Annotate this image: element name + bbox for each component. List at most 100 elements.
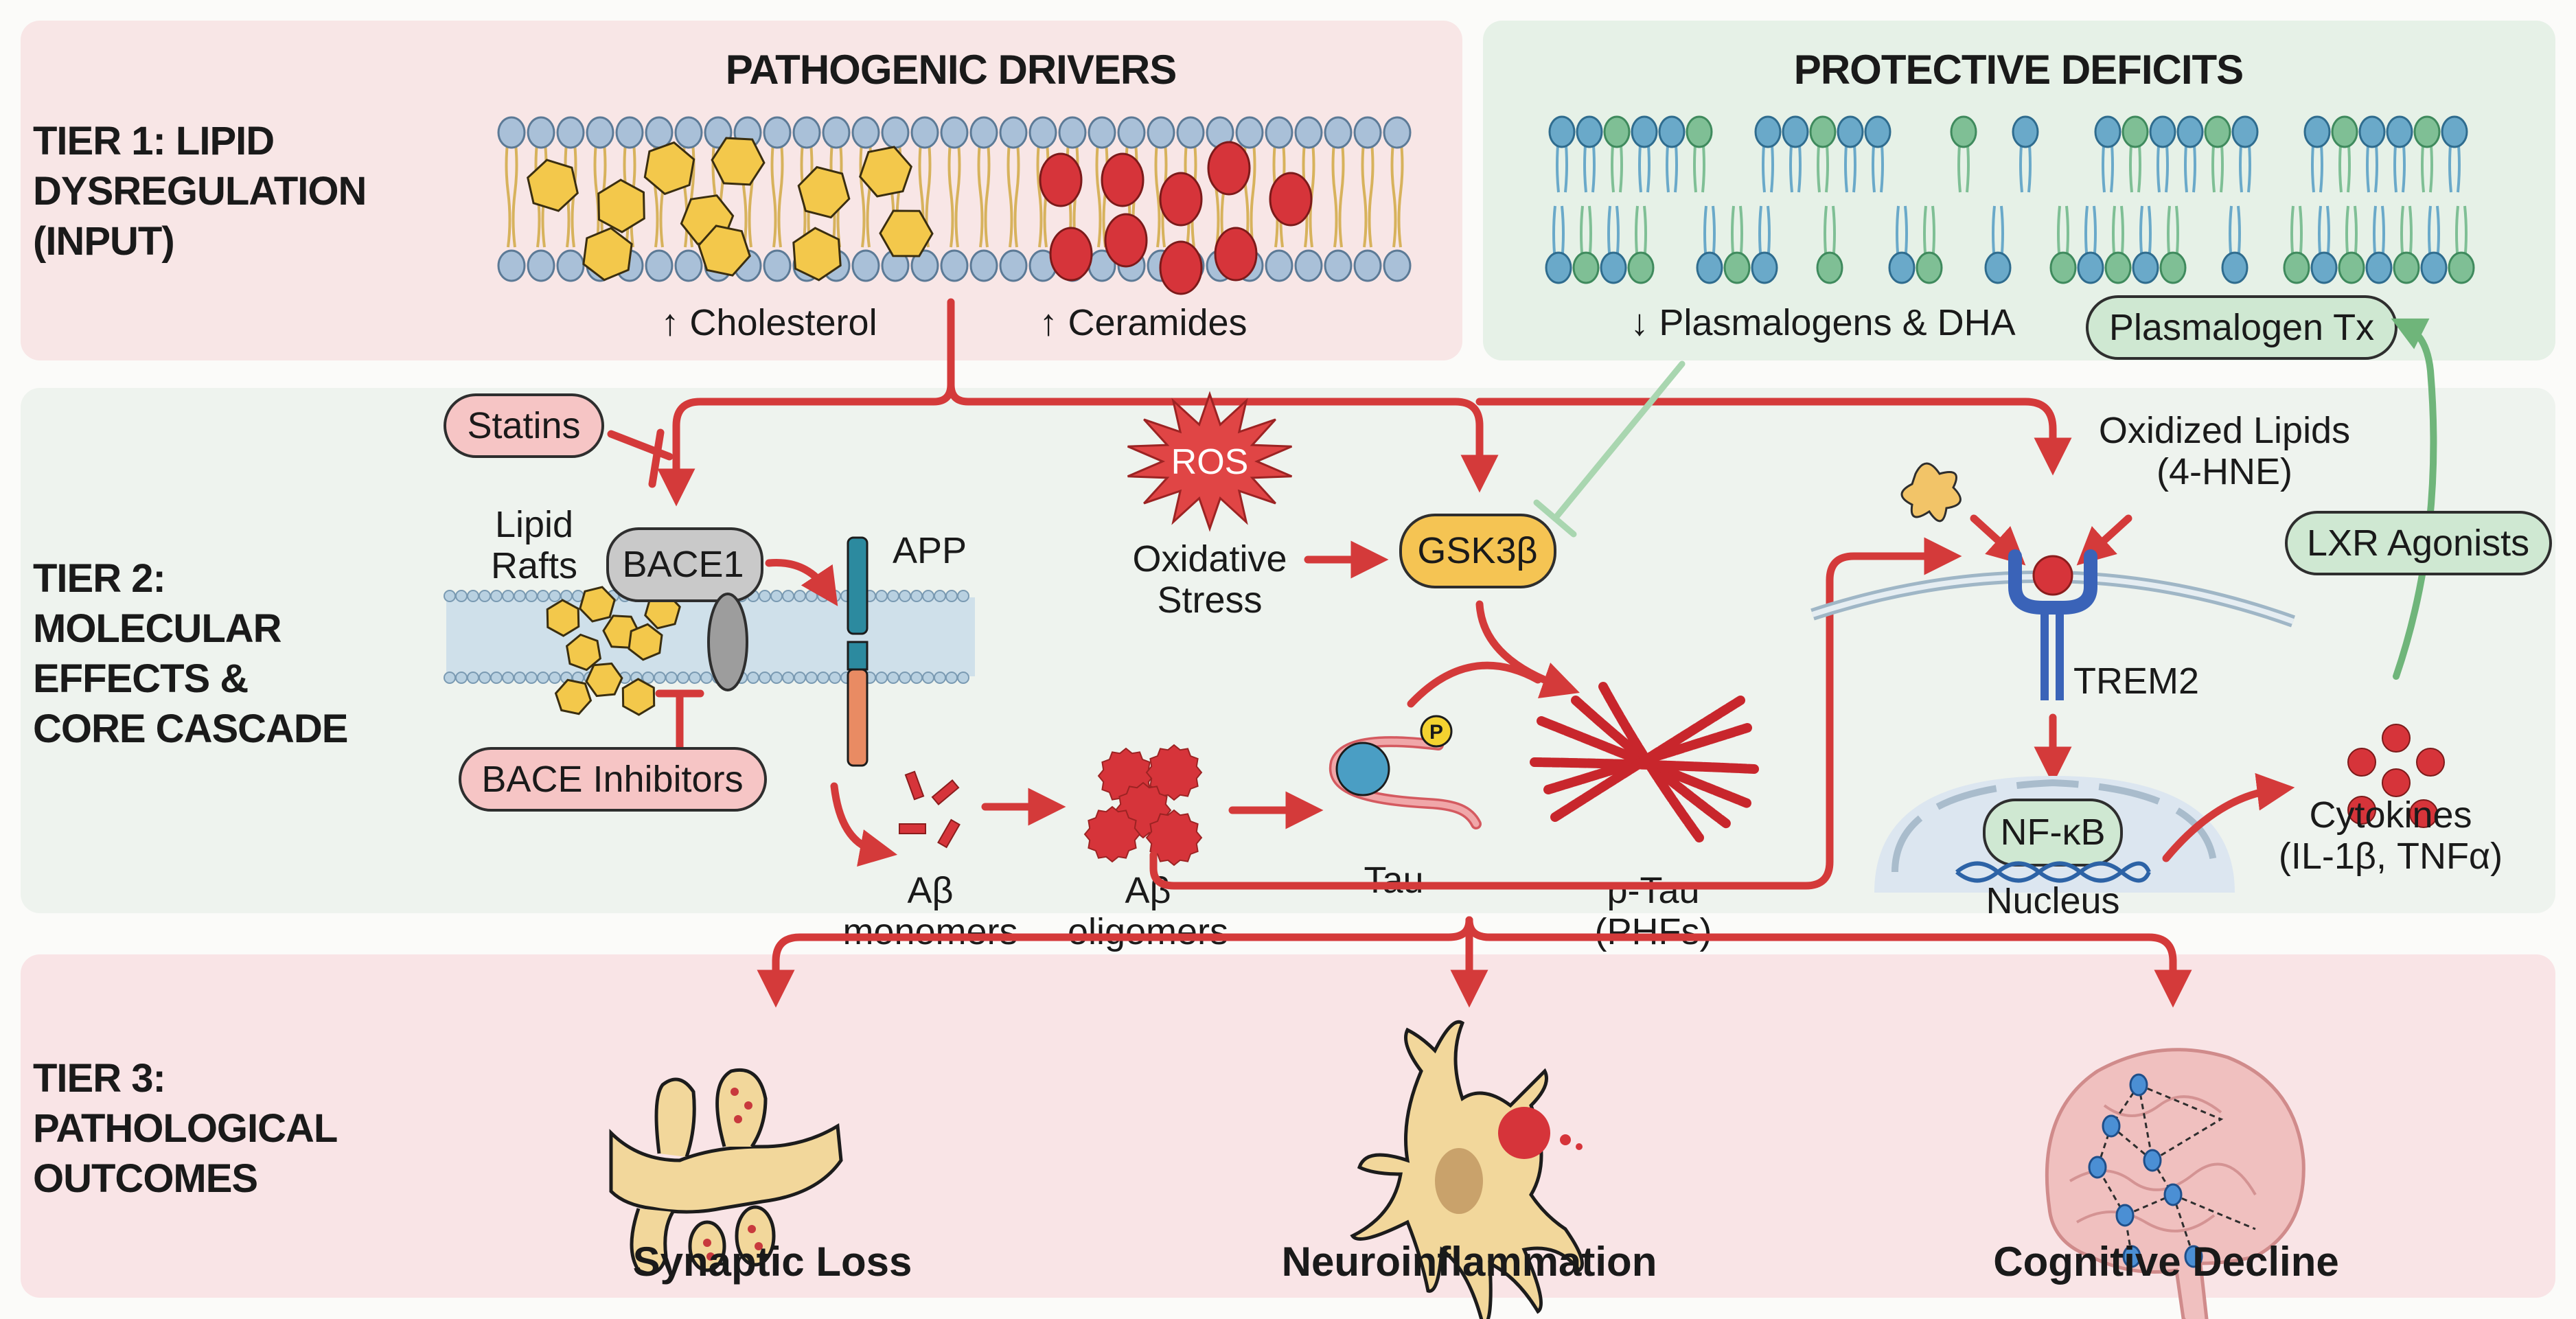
tier1-to-tier2-connectors bbox=[657, 298, 2072, 538]
lipid-head bbox=[851, 116, 880, 149]
lipid-head bbox=[537, 590, 549, 602]
cytokine-dot bbox=[2347, 748, 2376, 777]
cholesterol-hexagon bbox=[879, 209, 934, 257]
lipid-head bbox=[525, 590, 538, 602]
statins-inhibition bbox=[607, 428, 674, 488]
lipid-head bbox=[763, 116, 792, 149]
raft-cholesterol-hexagon bbox=[579, 586, 616, 623]
lipid-head bbox=[1809, 115, 1837, 148]
lipid-head bbox=[2012, 115, 2039, 148]
lipid-head bbox=[1631, 115, 1658, 148]
ros-burst: ROS bbox=[1127, 391, 1292, 532]
svg-text:Statins: Statins bbox=[467, 405, 580, 446]
lipid-head bbox=[759, 590, 771, 602]
lipid-tail bbox=[1368, 137, 1375, 248]
lipid-head bbox=[1176, 116, 1205, 149]
lipid-head bbox=[2176, 115, 2204, 148]
svg-text:(INPUT): (INPUT) bbox=[33, 219, 174, 264]
cytokine-dots-icon bbox=[2347, 724, 2445, 828]
abeta-oligomers-icon bbox=[1083, 744, 1203, 867]
tier2-label: TIER 2: MOLECULAR EFFECTS & CORE CASCADE bbox=[33, 556, 349, 751]
lipid-head bbox=[957, 672, 969, 684]
svg-text:Oxidative: Oxidative bbox=[1132, 538, 1287, 580]
brain-network-icon bbox=[2045, 1048, 2305, 1319]
lipid-head bbox=[2159, 251, 2187, 284]
lipid-head bbox=[910, 116, 939, 149]
lipid-tail bbox=[593, 137, 600, 248]
nfkb-factor: NF-κB bbox=[1983, 799, 2123, 867]
svg-text:Lipid: Lipid bbox=[495, 504, 573, 545]
lipid-head bbox=[2283, 251, 2310, 284]
lipid-head bbox=[851, 249, 880, 282]
lipid-head bbox=[502, 590, 514, 602]
lipid-head bbox=[479, 590, 491, 602]
dna-helix-icon bbox=[1955, 861, 2151, 883]
lipid-head bbox=[1950, 115, 1977, 148]
cholesterol-hexagon bbox=[643, 141, 695, 196]
lipid-head bbox=[479, 672, 491, 684]
lipid-head bbox=[556, 249, 585, 282]
lipid-head bbox=[615, 116, 644, 149]
lipid-head bbox=[1353, 249, 1382, 282]
svg-text:p-Tau: p-Tau bbox=[1607, 870, 1699, 911]
lipid-head bbox=[922, 590, 934, 602]
cytokine-dot bbox=[2409, 799, 2438, 828]
lipid-head bbox=[2310, 251, 2338, 284]
statins-pill[interactable]: Statins bbox=[444, 393, 604, 458]
cholesterol-hexagon bbox=[527, 159, 579, 212]
lipid-head bbox=[490, 672, 503, 684]
lipid-head bbox=[514, 590, 526, 602]
svg-text:EFFECTS &: EFFECTS & bbox=[33, 656, 248, 701]
lxr-agonists-pill[interactable]: LXR Agonists bbox=[2285, 511, 2552, 575]
lipid-tail bbox=[1095, 137, 1102, 248]
lipid-head bbox=[490, 590, 503, 602]
lipid-head bbox=[2393, 251, 2420, 284]
lipid-head bbox=[875, 590, 888, 602]
tier1-label: TIER 1: LIPID DYSREGULATION (INPUT) bbox=[33, 119, 367, 264]
lipid-head bbox=[467, 590, 479, 602]
oligomer-particle bbox=[1145, 809, 1203, 867]
cytokine-dot bbox=[2382, 768, 2411, 797]
ceramide-molecules bbox=[1039, 141, 1313, 295]
bace-inhibitors-pill[interactable]: BACE Inhibitors bbox=[459, 747, 767, 812]
lipid-head bbox=[1294, 116, 1323, 149]
lipid-head bbox=[957, 590, 969, 602]
lipid-head bbox=[805, 590, 818, 602]
svg-text:LXR Agonists: LXR Agonists bbox=[2307, 523, 2529, 564]
lipid-head bbox=[910, 249, 939, 282]
lipid-head bbox=[645, 116, 674, 149]
lipid-head bbox=[1658, 115, 1686, 148]
lipid-head bbox=[969, 249, 998, 282]
lipid-tail bbox=[1013, 137, 1020, 248]
tau-to-ptau-arrow bbox=[1407, 661, 1542, 708]
lipid-tail bbox=[1036, 137, 1043, 248]
plasmalogen-tx-pill[interactable]: Plasmalogen Tx bbox=[2086, 295, 2397, 360]
lipid-head bbox=[586, 116, 614, 149]
abeta-monomers-icon bbox=[899, 770, 961, 849]
lipid-head bbox=[1751, 251, 1778, 284]
lipid-head bbox=[910, 672, 923, 684]
lipid-head bbox=[999, 116, 1028, 149]
lipid-head bbox=[805, 672, 818, 684]
svg-text:TIER 1: LIPID: TIER 1: LIPID bbox=[33, 119, 274, 163]
svg-text:TIER 2:: TIER 2: bbox=[33, 556, 165, 601]
lipid-head bbox=[677, 672, 689, 684]
tau-protein: P bbox=[1329, 715, 1482, 829]
lipid-head bbox=[2077, 251, 2104, 284]
svg-text:ROS: ROS bbox=[1171, 442, 1249, 482]
lipid-head bbox=[763, 249, 792, 282]
svg-text:APP: APP bbox=[893, 530, 967, 571]
lipid-head bbox=[2204, 115, 2231, 148]
gsk3b-kinase: GSK3β bbox=[1399, 514, 1556, 588]
svg-text:GSK3β: GSK3β bbox=[1417, 530, 1537, 571]
phosphate-label: P bbox=[1429, 721, 1443, 744]
lipid-head bbox=[1572, 251, 1600, 284]
lipid-head bbox=[1864, 115, 1891, 148]
lipid-head bbox=[1324, 116, 1353, 149]
cholesterol-molecules bbox=[527, 137, 934, 282]
lipid-head bbox=[1696, 251, 1723, 284]
bace1-enzyme: BACE1 bbox=[606, 527, 763, 691]
raft-cholesterol-hexagon bbox=[554, 678, 593, 715]
ceramide-circle bbox=[1207, 141, 1251, 196]
